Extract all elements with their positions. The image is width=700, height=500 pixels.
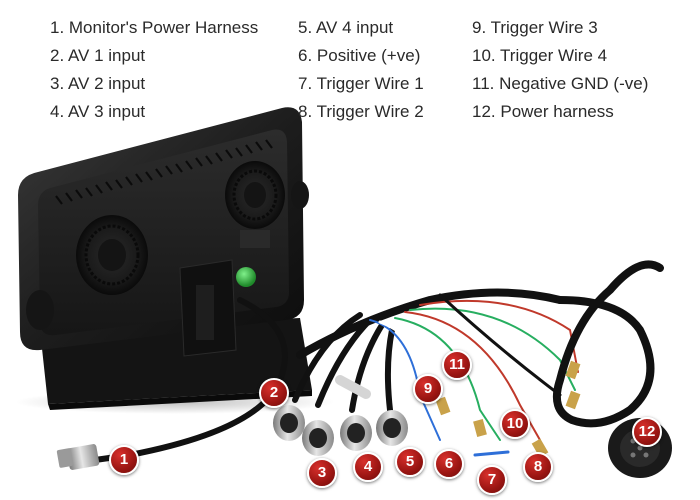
legend-item-10: 10. Trigger Wire 4 — [472, 46, 608, 65]
legend-item-9: 9. Trigger Wire 3 — [472, 18, 598, 37]
av2-connector — [302, 420, 334, 456]
legend-item-7: 7. Trigger Wire 1 — [298, 74, 424, 93]
legend-column-1: 1. Monitor's Power Harness 2. AV 1 input… — [50, 14, 258, 126]
callout-badge-4: 4 — [353, 452, 383, 482]
callout-badge-6: 6 — [434, 449, 464, 479]
callout-badge-10: 10 — [500, 409, 530, 439]
speaker-right — [225, 161, 285, 229]
harness-trunk — [296, 288, 564, 359]
legend-item-12: 12. Power harness — [472, 102, 614, 121]
legend-item-6: 6. Positive (+ve) — [298, 46, 421, 65]
callout-badge-9: 9 — [413, 374, 443, 404]
callout-badge-1: 1 — [109, 445, 139, 475]
callout-badge-7: 7 — [477, 465, 507, 495]
av3-connector — [340, 415, 372, 451]
side-knob-right — [291, 181, 309, 209]
power-harness-cable — [553, 260, 664, 428]
av-cables — [292, 312, 395, 413]
av1-connector — [273, 405, 305, 441]
power-led-icon — [236, 267, 256, 287]
monitor-power-plug — [56, 444, 100, 470]
legend-item-11: 11. Negative GND (-ve) — [472, 74, 649, 93]
legend-item-4: 4. AV 3 input — [50, 102, 146, 121]
legend-item-1: 1. Monitor's Power Harness — [50, 18, 259, 37]
legend: 1. Monitor's Power Harness 2. AV 1 input… — [0, 0, 700, 130]
rca-plug — [335, 375, 371, 399]
terminals — [435, 360, 581, 458]
legend-item-3: 3. AV 2 input — [50, 74, 146, 93]
legend-item-8: 8. Trigger Wire 2 — [298, 102, 424, 121]
legend-item-2: 2. AV 1 input — [50, 46, 146, 65]
callout-badge-2: 2 — [259, 378, 289, 408]
side-knob-left — [26, 290, 54, 330]
callout-badge-8: 8 — [523, 452, 553, 482]
legend-column-3: 9. Trigger Wire 3 10. Trigger Wire 4 11.… — [472, 14, 648, 126]
av4-connector — [376, 410, 408, 446]
speaker-left — [76, 215, 148, 295]
callout-badge-3: 3 — [307, 458, 337, 488]
legend-item-5: 5. AV 4 input — [298, 18, 394, 37]
callout-badge-5: 5 — [395, 447, 425, 477]
info-label — [240, 230, 270, 248]
callout-badge-12: 12 — [632, 417, 662, 447]
callout-badge-11: 11 — [442, 350, 472, 380]
vent-slots — [55, 139, 273, 205]
legend-column-2: 5. AV 4 input 6. Positive (+ve) 7. Trigg… — [298, 14, 424, 126]
